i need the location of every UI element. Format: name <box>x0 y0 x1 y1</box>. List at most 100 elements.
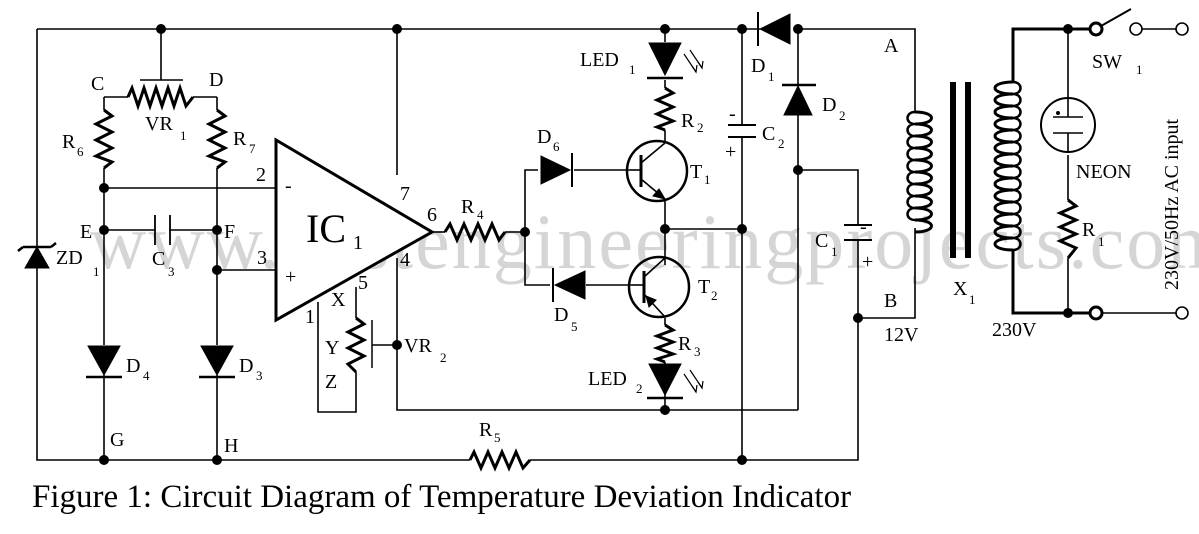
subscript-label: 5 <box>571 319 578 334</box>
pin-3: 3 <box>257 247 267 269</box>
subscript-label: 1 <box>93 264 100 279</box>
potentiometer-vr2 <box>344 316 373 374</box>
r3-label: R <box>678 333 692 355</box>
switch-sw1[interactable] <box>1088 8 1189 37</box>
capacitor-c2 <box>728 124 756 138</box>
c2-label: C <box>762 123 775 145</box>
subscript-label: 3 <box>168 264 175 279</box>
sw1-label: SW <box>1092 51 1122 73</box>
d4-label: D <box>126 355 140 377</box>
c3-label: C <box>152 248 165 270</box>
ic1-label: IC <box>306 206 346 251</box>
d2-label: D <box>822 94 836 116</box>
r6-label: R <box>62 131 76 153</box>
led2-label: LED <box>588 368 627 390</box>
r4-label: R <box>461 196 475 218</box>
c1-minus: - <box>860 216 867 238</box>
node-a-label: A <box>884 35 899 57</box>
subscript-label: 1 <box>704 172 711 187</box>
subscript-label: 3 <box>694 344 701 359</box>
pin-5: 5 <box>358 272 368 294</box>
pin-2: 2 <box>256 164 266 186</box>
capacitor-c1 <box>844 224 872 241</box>
node-b-label: B <box>884 290 897 312</box>
subscript-label: 2 <box>778 136 785 151</box>
subscript-label: 6 <box>553 139 560 154</box>
r2-label: R <box>681 110 695 132</box>
d1-label: D <box>751 55 765 77</box>
subscript-label: 2 <box>636 381 643 396</box>
d6-label: D <box>537 126 551 148</box>
node-x-label: X <box>331 289 346 311</box>
junction-dots <box>99 24 1073 465</box>
t1-label: T <box>690 161 702 183</box>
node-c-label: C <box>91 73 104 95</box>
c1-label: C <box>815 230 828 252</box>
c2-minus: - <box>729 103 736 125</box>
led-led1 <box>647 42 704 80</box>
subscript-label: 1 <box>1098 234 1105 249</box>
resistor-r4 <box>443 220 507 244</box>
subscript-label: 2 <box>697 120 704 135</box>
subscript-label: 1 <box>353 232 363 254</box>
secondary-voltage: 12V <box>884 324 919 346</box>
resistor-r1 <box>1056 198 1080 259</box>
vr1-label: VR <box>145 113 173 135</box>
diode-d4 <box>86 345 122 379</box>
diode-d5 <box>552 268 586 302</box>
neon-lamp <box>1040 97 1096 153</box>
node-f-label: F <box>224 221 235 243</box>
r5-label: R <box>479 419 493 441</box>
subscript-label: 5 <box>494 430 501 445</box>
labels: C D E F G H X Y Z A B VR 1 R 6 R 7 ZD 1 … <box>56 35 1183 457</box>
subscript-label: 3 <box>256 368 263 383</box>
ac-input-terminals <box>1088 305 1189 321</box>
subscript-label: 1 <box>1136 62 1143 77</box>
resistor-r6 <box>92 108 116 170</box>
d3-label: D <box>239 355 253 377</box>
capacitor-c3 <box>154 215 171 245</box>
ac-input-label: 230V/50Hz AC input <box>1161 118 1183 290</box>
primary-voltage: 230V <box>992 319 1037 341</box>
c2-plus: + <box>725 141 736 163</box>
subscript-label: 1 <box>629 62 636 77</box>
subscript-label: 2 <box>440 350 447 365</box>
node-g-label: G <box>110 429 124 451</box>
diode-d6 <box>540 153 573 187</box>
node-e-label: E <box>80 221 92 243</box>
potentiometer-vr1 <box>126 79 195 111</box>
subscript-label: 1 <box>768 69 775 84</box>
transformer-x1 <box>906 27 1090 315</box>
pin-4: 4 <box>400 249 410 271</box>
subscript-label: 1 <box>180 128 187 143</box>
r7-label: R <box>233 128 247 150</box>
t2-label: T <box>698 276 710 298</box>
node-z-label: Z <box>325 371 337 393</box>
diode-d2 <box>782 83 816 116</box>
transistor-t1 <box>625 139 689 203</box>
d5-label: D <box>554 304 568 326</box>
zener-diode-zd1 <box>17 230 57 270</box>
pin-7: 7 <box>400 183 410 205</box>
pin-1: 1 <box>305 306 315 328</box>
subscript-label: 2 <box>839 108 846 123</box>
subscript-label: 4 <box>477 207 484 222</box>
r1-label: R <box>1082 219 1096 241</box>
figure-caption: Figure 1: Circuit Diagram of Temperature… <box>32 479 851 515</box>
ic1-plus: + <box>285 266 296 288</box>
subscript-label: 1 <box>969 292 976 307</box>
subscript-label: 7 <box>249 141 256 156</box>
diode-d3 <box>199 345 235 379</box>
subscript-label: 1 <box>831 244 838 259</box>
x1-label: X <box>953 278 968 300</box>
led1-label: LED <box>580 49 619 71</box>
node-y-label: Y <box>325 337 339 359</box>
op-amp-ic1 <box>274 137 436 323</box>
subscript-label: 2 <box>711 288 718 303</box>
c1-plus: + <box>862 251 873 273</box>
subscript-label: 6 <box>77 144 84 159</box>
resistor-r5 <box>468 448 532 472</box>
resistor-r7 <box>205 108 229 170</box>
node-d-label: D <box>209 69 223 91</box>
